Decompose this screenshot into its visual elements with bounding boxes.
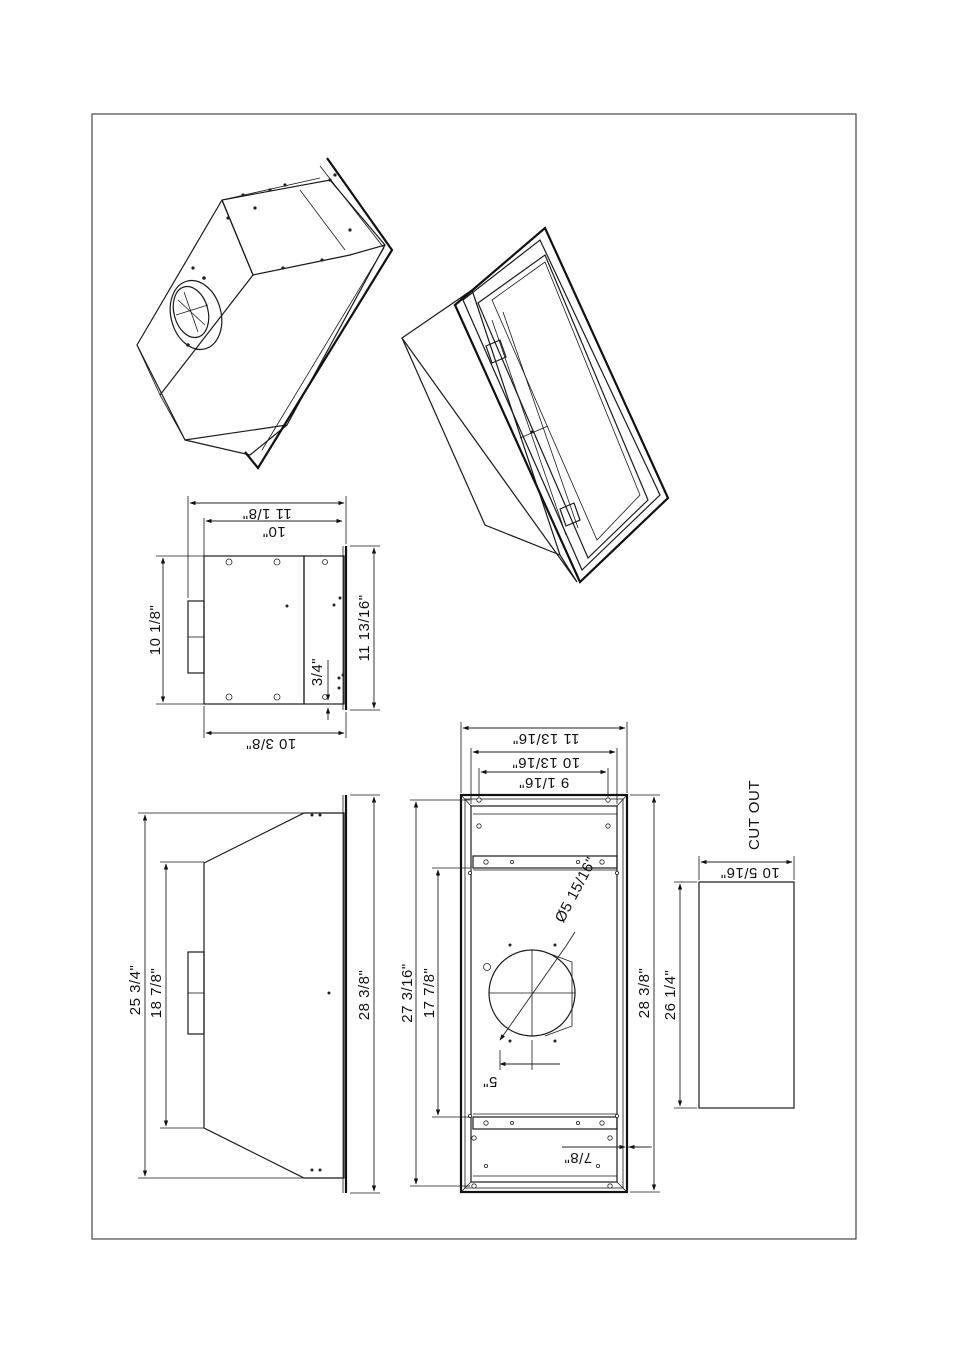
dim-bottom-diameter: Ø5 15/16" [552,854,601,925]
cutout-view [674,856,795,1109]
dim-side-10: 10" [262,523,286,540]
dim-bottom-9-1-16: 9 1/16" [519,774,570,791]
dim-side-10-3-8: 10 3/8" [246,735,297,752]
dim-side-11-13-16: 11 13/16" [356,594,373,661]
drawing-frame [91,113,857,1240]
dim-bottom-11-13-16: 11 13/16" [512,730,579,747]
dim-bottom-10-13-16: 10 13/16" [512,754,580,771]
dim-front-25-3-4: 25 3/4" [127,965,144,1016]
dim-side-10-1-8: 10 1/8" [147,605,164,656]
dim-side-3-4: 3/4" [309,658,326,686]
bottom-view [410,722,660,1194]
side-view [156,496,380,738]
isometric-view-top [136,157,394,470]
dim-bottom-27-3-16: 27 3/16" [399,963,416,1022]
dim-cutout-width: 10 5/16" [720,864,779,881]
dim-front-28-3-8: 28 3/8" [356,970,373,1021]
dim-cutout-length: 26 1/4" [662,970,679,1021]
dim-front-18-7-8: 18 7/8" [148,968,165,1019]
dim-bottom-5: 5" [483,1073,498,1090]
dim-bottom-17-7-8: 17 7/8" [421,968,438,1019]
dim-bottom-7-8: 7/8" [564,1149,592,1166]
front-view [138,794,380,1194]
dim-side-11-1-8: 11 1/8" [242,505,291,522]
dim-bottom-28-3-8: 28 3/8" [636,968,653,1019]
cutout-label: CUT OUT [746,780,763,850]
isometric-view-bottom [401,226,670,584]
